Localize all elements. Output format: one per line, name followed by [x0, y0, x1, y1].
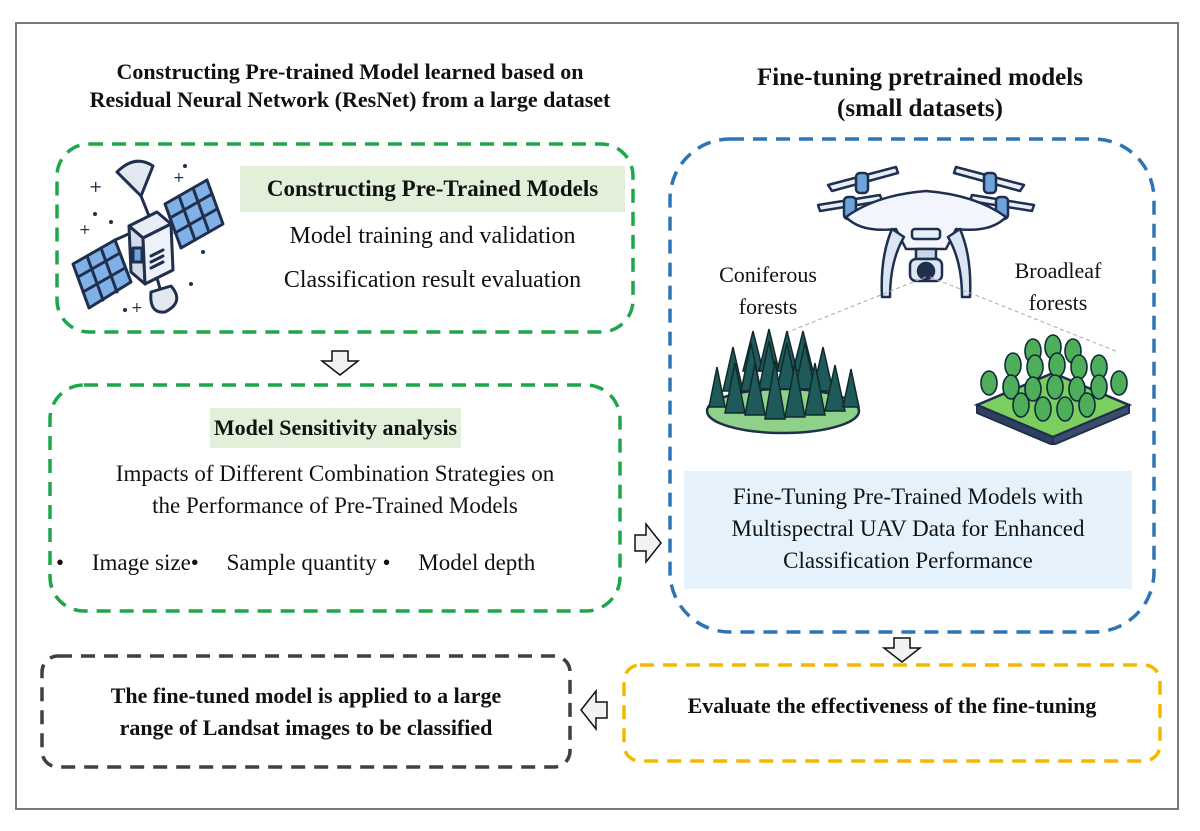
factor-model-depth: Model depth [418, 550, 536, 575]
bullet-icon: • [190, 550, 199, 575]
coniferous-label-line2: forests [738, 294, 798, 319]
bullet-icon: • [382, 550, 391, 575]
svg-text:+: + [79, 222, 91, 238]
apply-text-line2: range of Landsat images to be classified [119, 715, 493, 740]
sensitivity-desc-line1: Impacts of Different Combination Strateg… [115, 461, 555, 486]
sight-lines [787, 276, 1119, 353]
sensitivity-desc-line2: the Performance of Pre-Trained Models [152, 493, 518, 518]
left-heading-line1: Constructing Pre-trained Model learned b… [116, 59, 584, 84]
right-arrow-icon [634, 522, 662, 564]
down-arrow-icon [320, 350, 360, 376]
factor-image-size: Image size [91, 550, 191, 575]
finetune-desc-line1: Fine-Tuning Pre-Trained Models with [732, 484, 1084, 509]
coniferous-label: Coniferous forests [698, 259, 838, 323]
coniferous-label-line1: Coniferous [719, 262, 817, 287]
apply-text: The fine-tuned model is applied to a lar… [40, 680, 572, 744]
coniferous-forest-icon [705, 328, 861, 435]
svg-text:+: + [89, 177, 102, 196]
right-heading-line1: Fine-tuning pretrained models [757, 64, 1083, 91]
left-heading: Constructing Pre-trained Model learned b… [40, 58, 660, 114]
evaluate-box: Evaluate the effectiveness of the fine-t… [622, 663, 1162, 763]
down-arrow-icon [882, 637, 922, 663]
broadleaf-label-line1: Broadleaf [1014, 258, 1102, 283]
finetune-desc-line3: Classification Performance [783, 548, 1033, 573]
left-heading-line2: Residual Neural Network (ResNet) from a … [89, 87, 611, 112]
pretrain-box-title: Constructing Pre-Trained Models [240, 166, 625, 212]
broadleaf-label: Broadleaf forests [988, 255, 1128, 319]
left-arrow-icon [580, 689, 608, 731]
svg-text:+: + [173, 170, 185, 186]
finetune-description: Fine-Tuning Pre-Trained Models with Mult… [684, 471, 1132, 589]
pretrain-box: + + + + Constructing Pre-Trained Models … [55, 142, 635, 334]
finetune-desc-line2: Multispectral UAV Data for Enhanced [731, 516, 1085, 541]
sensitivity-factors: • Image size• Sample quantity • Model de… [56, 548, 616, 578]
pretrain-item-evaluation: Classification result evaluation [283, 267, 582, 293]
sensitivity-box: Model Sensitivity analysis Impacts of Di… [48, 383, 622, 613]
svg-text:+: + [131, 300, 143, 316]
satellite-icon: + + + + [71, 159, 225, 316]
right-heading: Fine-tuning pretrained models (small dat… [680, 62, 1160, 124]
drone-icon [816, 165, 1036, 299]
apply-text-line1: The fine-tuned model is applied to a lar… [110, 683, 502, 708]
right-heading-line2: (small datasets) [837, 95, 1003, 122]
evaluate-text: Evaluate the effectiveness of the fine-t… [687, 693, 1097, 718]
bullet-icon: • [56, 550, 65, 575]
pretrain-item-training: Model training and validation [289, 223, 576, 249]
factor-sample-quantity: Sample quantity [226, 550, 377, 575]
broadleaf-label-line2: forests [1028, 290, 1088, 315]
sensitivity-box-title: Model Sensitivity analysis [210, 408, 461, 448]
apply-box: The fine-tuned model is applied to a lar… [40, 654, 572, 769]
broadleaf-forest-icon [973, 334, 1133, 445]
finetune-box: Coniferous forests Broadleaf forests Fin… [668, 137, 1156, 634]
